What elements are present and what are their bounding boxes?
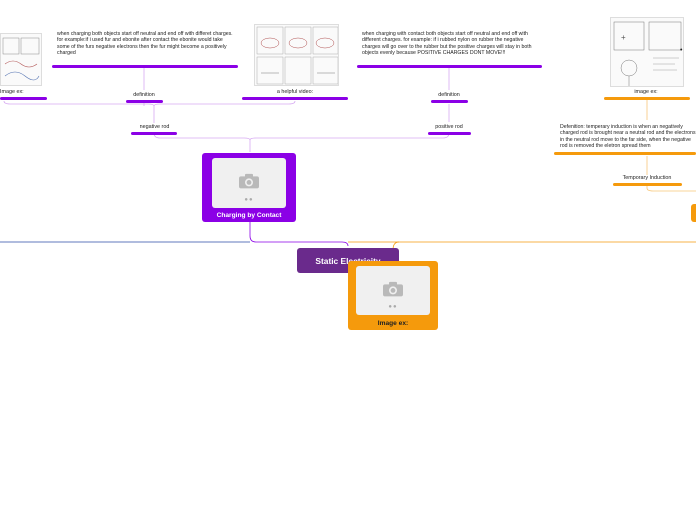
helpful-video-label[interactable]: a helpful video:: [276, 89, 314, 95]
charging-by-contact-card[interactable]: ●● Charging by Contact: [202, 153, 296, 222]
positive-rod-underline: [428, 132, 471, 135]
induction-image-dot: •: [680, 47, 683, 54]
induction-image-underline: [604, 97, 690, 100]
svg-text:+: +: [621, 33, 626, 42]
negative-rod-definition-label-underline: [126, 100, 163, 103]
pagination-dots-icon: ●●: [388, 304, 398, 310]
positive-rod-label[interactable]: positive rod: [435, 124, 463, 130]
image-example-label: Image ex:: [377, 320, 409, 327]
diagram-sketch-icon: [2, 37, 40, 81]
image-example-placeholder: ●●: [356, 266, 430, 315]
negative-rod-underline: [131, 132, 177, 135]
camera-icon: [239, 173, 259, 189]
positive-rod-definition-text[interactable]: when charging with contact both objects …: [362, 31, 532, 56]
negative-rod-label[interactable]: negative rod: [139, 124, 170, 130]
video-sketch-icon: [256, 26, 338, 85]
negative-rod-image: [0, 33, 42, 86]
charging-by-contact-label: Charging by Contact: [216, 212, 282, 219]
induction-sketch-icon: +: [613, 21, 682, 86]
helpful-video-underline: [242, 97, 348, 100]
induction-definition-text[interactable]: Defenition: temperary induction is when …: [560, 124, 696, 149]
offscreen-orange-node[interactable]: [691, 204, 696, 222]
image-example-card[interactable]: ●● Image ex:: [348, 261, 438, 330]
positive-rod-definition-underline: [357, 65, 542, 68]
negative-rod-image-label: Image ex:: [0, 89, 24, 95]
positive-rod-definition-label[interactable]: definition: [438, 92, 460, 98]
temporary-induction-label[interactable]: Temporary Induction: [622, 175, 672, 181]
negative-rod-definition-label[interactable]: definition: [133, 92, 155, 98]
negative-rod-definition-text[interactable]: when charging both objects start off neu…: [57, 31, 233, 56]
negative-rod-image-underline: [0, 97, 47, 100]
charging-by-contact-image-placeholder: ●●: [212, 158, 286, 208]
positive-rod-definition-label-underline: [431, 100, 468, 103]
induction-image-label[interactable]: image ex:: [634, 89, 658, 95]
temporary-induction-underline: [613, 183, 682, 186]
induction-image[interactable]: +: [610, 17, 684, 87]
pagination-dots-icon: ●●: [244, 197, 254, 203]
helpful-video-thumbnail[interactable]: [254, 24, 339, 86]
negative-rod-definition-underline: [52, 65, 238, 68]
camera-icon: [383, 281, 403, 296]
induction-definition-underline: [554, 152, 696, 155]
